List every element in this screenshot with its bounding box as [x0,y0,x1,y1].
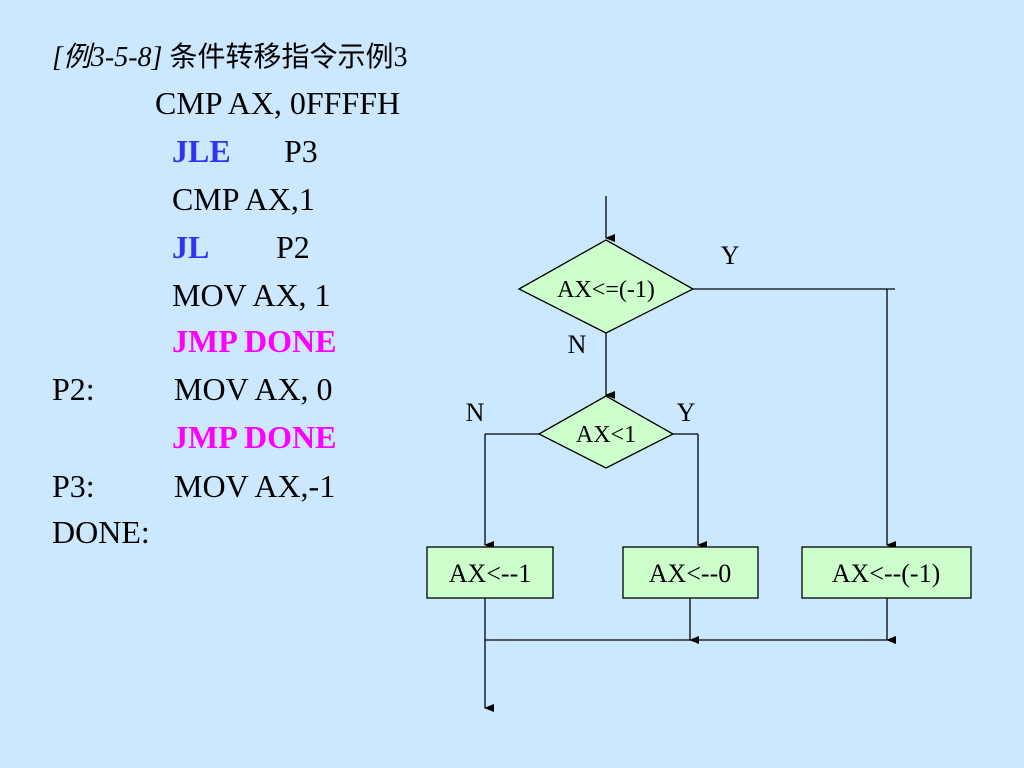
code-line-p2: P2: MOV AX, 0 [52,369,333,409]
example-number: [例3-5-8] [52,42,163,73]
box1-rect [426,546,554,599]
box3-rect [801,546,972,599]
code-line-jl: JL P2 [172,227,310,267]
decision1-text: AX<=(-1) [557,277,655,303]
code-instruction: MOV AX,-1 [174,468,336,504]
code-instruction: MOV AX, 0 [174,371,333,407]
code-line-cmp-1: CMP AX,1 [172,179,315,219]
code-label: P3: [52,468,95,504]
decision1-no-label: N [568,330,587,359]
jump-target: P2 [276,229,310,265]
decision1-yes-label: Y [721,241,740,270]
jump-keyword: JLE [172,133,231,169]
code-instruction: CMP AX, 0FFFFH [155,85,401,121]
box2-text: AX<--0 [649,559,732,588]
box3-text: AX<--(-1) [832,559,941,588]
code-instruction: CMP AX,1 [172,181,315,217]
decision2-no-label: N [466,398,485,427]
code-label: DONE: [52,514,150,550]
jump-keyword: JL [172,229,210,265]
code-line-mov-1: MOV AX, 1 [172,275,331,315]
box1-text: AX<--1 [449,559,532,588]
box2-rect [622,546,759,599]
decision2-yes-label: Y [677,398,696,427]
jump-target: P3 [284,133,318,169]
code-line-cmp-ffff: CMP AX, 0FFFFH [155,83,400,123]
decision2-diamond [537,395,675,469]
code-line-done: DONE: [52,512,150,552]
code-line-p3: P3: MOV AX,-1 [52,466,335,506]
jump-keyword: JMP DONE [172,419,337,455]
slide-title: [例3-5-8] 条件转移指令示例3 [52,40,407,76]
decision2-text: AX<1 [576,422,636,448]
code-line-jmp-done-1: JMP DONE [172,321,336,361]
code-instruction: MOV AX, 1 [172,277,331,313]
code-line-jmp-done-2: JMP DONE [172,417,336,457]
decision1-diamond [517,239,695,334]
code-line-jle: JLE P3 [172,131,318,171]
title-text: 条件转移指令示例3 [162,42,408,73]
code-label: P2: [52,371,95,407]
jump-keyword: JMP DONE [172,323,337,359]
